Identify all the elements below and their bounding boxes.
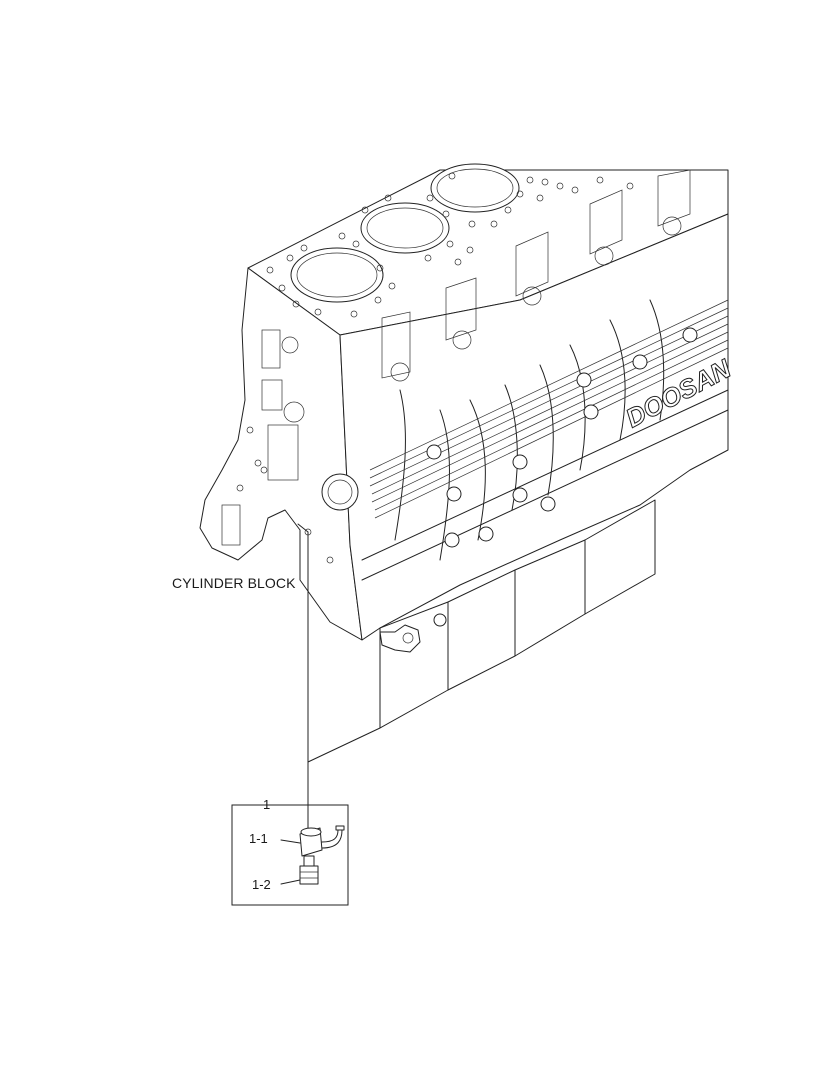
oil-pan-skirt	[379, 499, 656, 729]
part-1-1-fitting	[280, 825, 345, 857]
cylinder-bore-2	[360, 202, 450, 254]
cylinder-bore-3	[430, 163, 520, 213]
callout-1: 1	[263, 797, 271, 812]
detail-box	[231, 804, 349, 906]
block-side-face	[339, 213, 729, 641]
part-1-2-bolt	[280, 855, 319, 885]
block-ribs	[394, 299, 665, 561]
leader-line	[297, 523, 381, 841]
side-bosses	[426, 327, 698, 627]
side-openings	[381, 169, 691, 382]
cylinder-block-illustration: DOOSAN	[199, 163, 737, 729]
cylinder-bore-1	[290, 247, 384, 303]
cylinder-block-label: CYLINDER BLOCK	[172, 575, 296, 591]
end-face-details	[221, 329, 359, 564]
deck-bolt-holes	[266, 172, 634, 318]
callout-1-2: 1-2	[252, 877, 271, 892]
callout-1-1: 1-1	[249, 831, 268, 846]
